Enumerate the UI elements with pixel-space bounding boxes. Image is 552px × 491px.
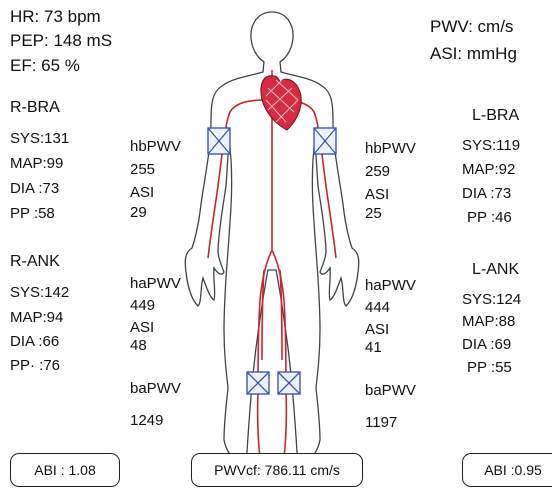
- pwvcf-box: PWVcf: 786.11 cm/s: [191, 453, 363, 487]
- right-arm-cuff-icon: [208, 128, 230, 154]
- right-ankle-cuff-icon: [247, 372, 269, 394]
- abi-right-box: ABI : 1.08: [10, 453, 120, 487]
- left-arm-cuff-icon: [314, 128, 336, 154]
- left-ankle-cuff-icon: [278, 372, 300, 394]
- abi-left-box: ABI :0.95: [462, 453, 552, 487]
